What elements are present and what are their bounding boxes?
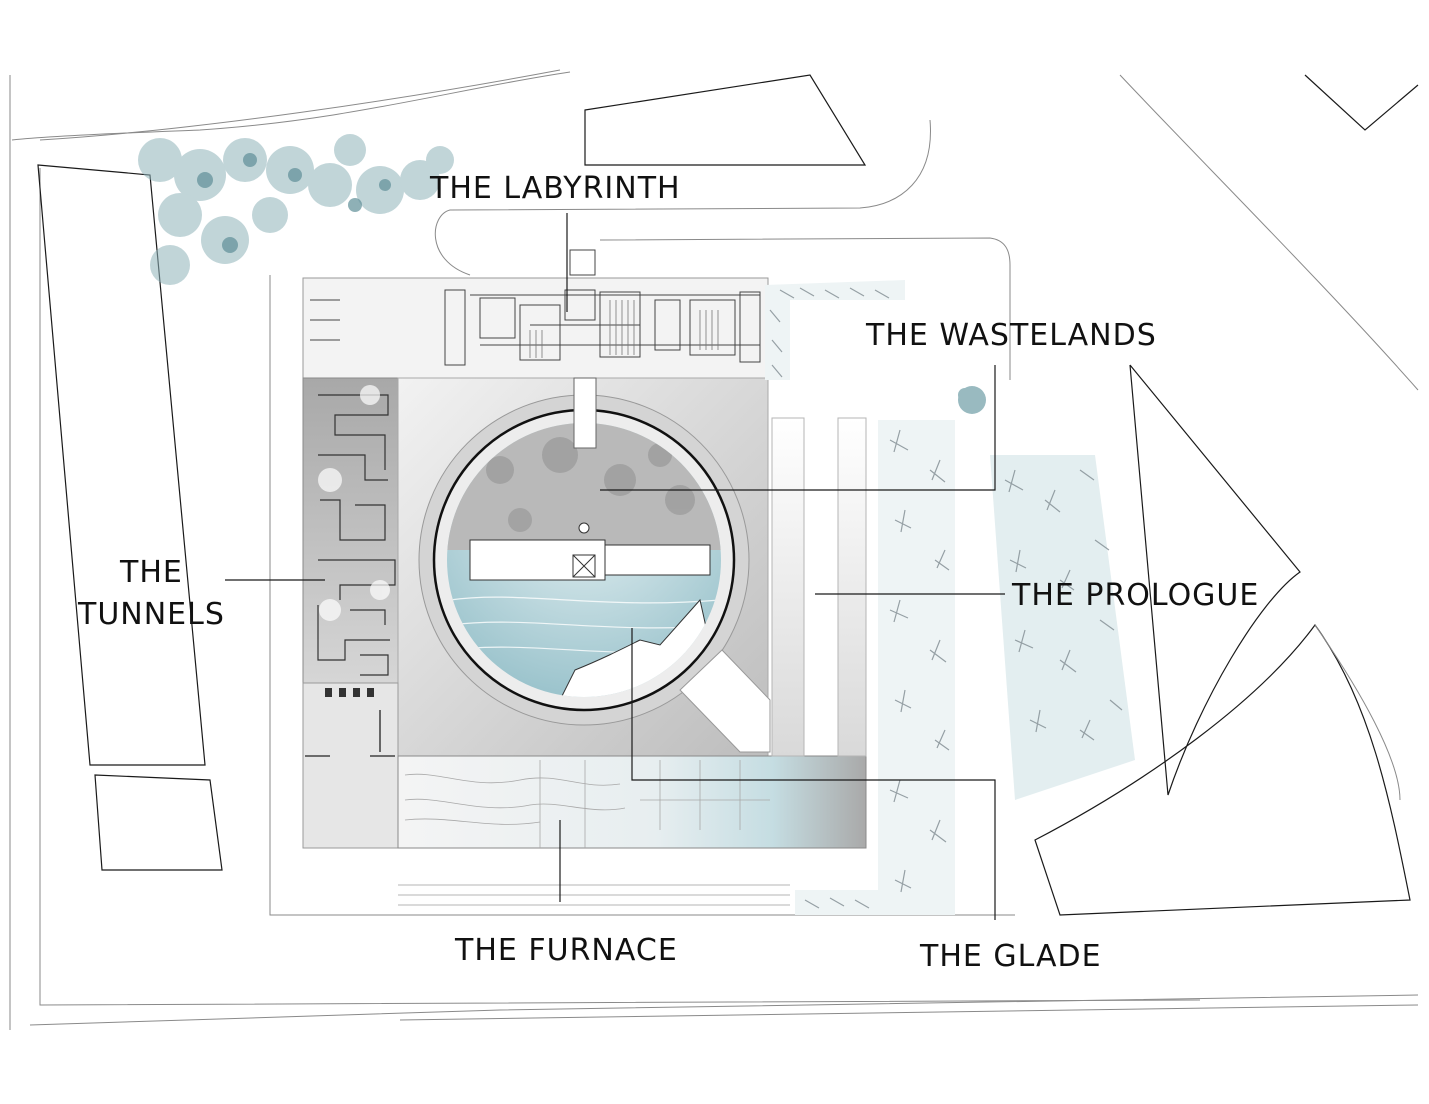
tree-small-right — [958, 386, 986, 414]
label-labyrinth: THE LABYRINTH — [429, 171, 681, 206]
label-tunnels-line1: THE — [119, 555, 183, 590]
leader-lines — [225, 213, 1005, 920]
label-wastelands: THE WASTELANDS — [865, 318, 1157, 353]
labyrinth-area — [310, 249, 761, 366]
site-steps — [398, 884, 790, 906]
label-prologue: THE PROLOGUE — [1011, 578, 1259, 613]
leader-wastelands — [600, 365, 996, 491]
bamboo-planting — [765, 280, 1135, 915]
central-ring — [418, 377, 771, 753]
furnace-area — [404, 760, 770, 848]
tunnel-stair — [325, 688, 374, 697]
tree-cluster-top — [138, 134, 454, 285]
zone-labels: THE LABYRINTH THE WASTELANDS THE TUNNELS… — [77, 171, 1259, 974]
label-tunnels-line2: TUNNELS — [77, 597, 225, 632]
label-glade: THE GLADE — [919, 939, 1102, 974]
label-furnace: THE FURNACE — [454, 933, 678, 968]
tunnels-area — [317, 394, 396, 676]
site-context — [9, 69, 1419, 1030]
leader-glade — [631, 628, 996, 920]
